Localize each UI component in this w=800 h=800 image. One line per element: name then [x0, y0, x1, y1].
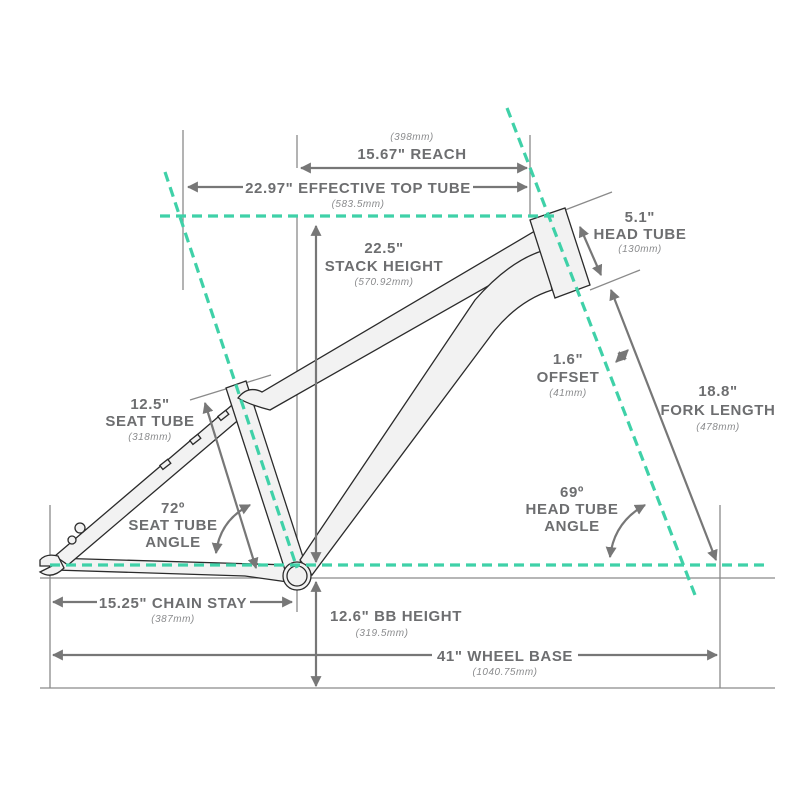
reach-metric: (398mm)	[390, 132, 434, 143]
chain-stay-label: 15.25" CHAIN STAY	[99, 595, 247, 612]
head-tube-angle-label1: HEAD TUBE	[526, 501, 619, 518]
stack-height-value: 22.5"	[364, 240, 403, 257]
fork-length-value: 18.8"	[698, 383, 737, 400]
wheel-base-label: 41" WHEEL BASE	[437, 648, 573, 665]
offset-metric: (41mm)	[549, 388, 586, 399]
head-tube-metric: (130mm)	[618, 244, 662, 255]
fork-length-metric: (478mm)	[696, 422, 740, 433]
head-tube-label: HEAD TUBE	[594, 226, 687, 243]
top-tube-label: 22.97" EFFECTIVE TOP TUBE	[245, 180, 471, 197]
stack-height-label: STACK HEIGHT	[325, 258, 444, 275]
fork-length-arrow	[609, 288, 718, 562]
seat-tube-value: 12.5"	[130, 396, 169, 413]
offset-label: OFFSET	[537, 369, 600, 386]
fork-length-label: FORK LENGTH	[661, 402, 776, 419]
seat-tube-angle-label1: SEAT TUBE	[128, 517, 217, 534]
wheel-base-metric: (1040.75mm)	[473, 667, 538, 678]
chain-stay-metric: (387mm)	[151, 614, 195, 625]
seat-tube-angle-value: 72º	[161, 500, 185, 517]
offset-value: 1.6"	[553, 351, 583, 368]
head-tube-angle-label2: ANGLE	[544, 518, 600, 535]
seat-tube-angle-label2: ANGLE	[145, 534, 201, 551]
bb-height-metric: (319.5mm)	[356, 628, 409, 639]
stack-height-metric: (570.92mm)	[355, 277, 414, 288]
head-tube-angle-arc	[605, 504, 646, 559]
seat-tube-metric: (318mm)	[128, 432, 172, 443]
offset-arrow	[615, 349, 629, 363]
head-tube-angle-value: 69º	[560, 484, 584, 501]
seat-tube-angle-arc	[211, 504, 251, 555]
head-tube-arrow	[578, 225, 603, 277]
head-tube-value: 5.1"	[625, 209, 655, 226]
reach-label: 15.67" REACH	[357, 146, 466, 163]
dimension-arrows	[51, 162, 719, 688]
seat-tube-label: SEAT TUBE	[105, 413, 194, 430]
bb-height-label: 12.6" BB HEIGHT	[330, 608, 462, 625]
top-tube-metric: (583.5mm)	[332, 199, 385, 210]
